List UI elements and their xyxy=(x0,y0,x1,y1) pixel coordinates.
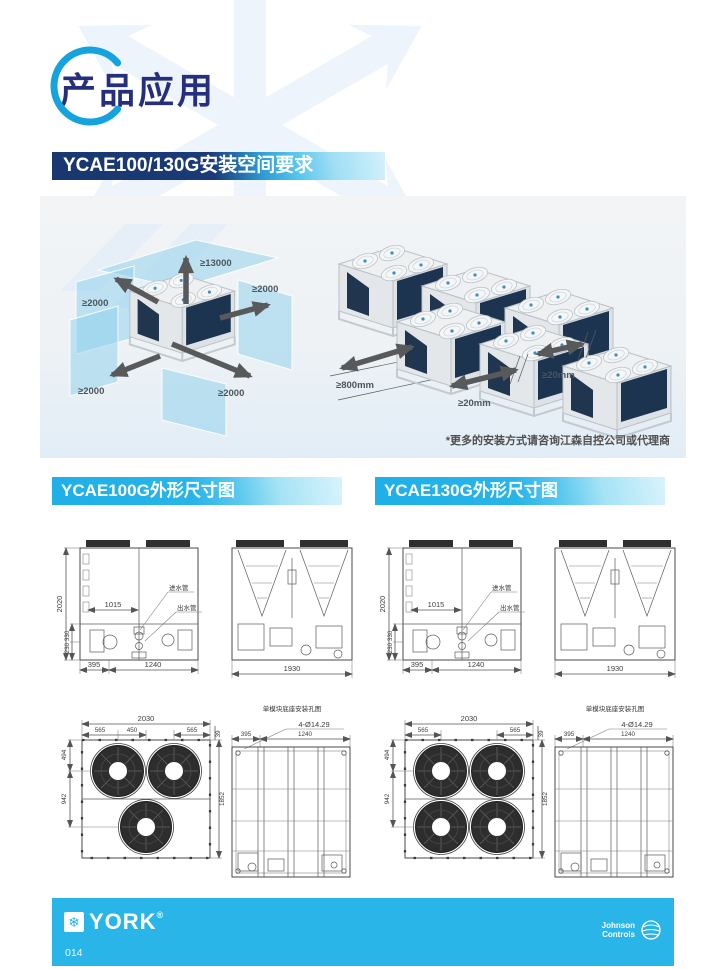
dim-height: 2020 xyxy=(55,596,64,613)
row-spacing-arrow-icon xyxy=(339,343,415,372)
section-header-130g-label: YCAE130G外形尺寸图 xyxy=(384,481,558,500)
front-view-drawing-130g: 2020 1015 进水管 出水管 230 330 395 1240 xyxy=(378,540,525,674)
dim-height: 2020 xyxy=(378,596,387,613)
dim-side-width: 1930 xyxy=(607,664,624,673)
clearance-top-label: ≥13000 xyxy=(200,258,232,269)
registered-mark: ® xyxy=(156,910,165,920)
drawing-block-130g: 2020 1015 进水管 出水管 230 330 395 1240 xyxy=(373,516,685,888)
dim-base-span: 1240 xyxy=(298,731,313,738)
dim-foot-offset: 395 xyxy=(88,660,101,669)
side-view-drawing-100g: 1930 xyxy=(231,540,353,678)
page-title: 产品应用 xyxy=(60,70,217,111)
gap-line xyxy=(509,355,521,385)
dim-holes: 4-Ø14.29 xyxy=(298,720,329,729)
york-logo: ❄ YORK® xyxy=(64,909,165,934)
side-view-drawing-130g: 1930 xyxy=(554,540,676,678)
lower-left-arrow-icon xyxy=(109,353,162,378)
dim-depth: 1852 xyxy=(542,792,549,807)
installation-diagrams: ≥13000 ≥2000 ≥2000 ≥2000 ≥2000 xyxy=(60,224,672,439)
dim-top-width: 2030 xyxy=(138,714,155,723)
page-number: 014 xyxy=(65,947,83,959)
clearance-left-label: ≥2000 xyxy=(82,298,108,309)
dim-corner: 39 xyxy=(538,730,545,738)
section-header-100g: YCAE100G外形尺寸图 xyxy=(52,477,342,505)
section-header-label: YCAE100/130G安装空间要求 xyxy=(63,155,314,176)
york-wordmark: YORK® xyxy=(89,909,165,934)
clearance-right-label: ≥2000 xyxy=(252,284,278,295)
inlet-pipe-label: 进水管 xyxy=(492,583,512,592)
outlet-pipe-label: 出水管 xyxy=(177,603,197,612)
upper-left-arrow-icon xyxy=(113,276,160,305)
section-header-install-space: YCAE100/130G安装空间要求 xyxy=(52,152,385,180)
dim-right-fan: 565 xyxy=(187,727,198,734)
lower-right-arrow-icon xyxy=(170,341,253,379)
dim-foot-span: 1240 xyxy=(468,660,485,669)
clearance-front-left-label: ≥2000 xyxy=(78,386,104,397)
dim-foot-offset: 395 xyxy=(411,660,424,669)
row-spacing-label: ≥800mm xyxy=(336,380,374,391)
footer-bar: ❄ YORK® 014 Johnson Controls xyxy=(52,898,674,966)
multi-unit-spacing-diagram: ≥800mm ≥20mm ≥20mm xyxy=(329,241,672,439)
base-view-drawing-100g: 单模块底座安装孔图 4-Ø14.29 395 1240 xyxy=(231,704,351,878)
dim-foot-span: 1240 xyxy=(145,660,162,669)
front-view-drawing-100g: 2020 1015 进水管 出水管 230 330 395 1240 xyxy=(55,540,202,674)
dim-top-width: 2030 xyxy=(461,714,478,723)
dim-left-fan: 565 xyxy=(95,727,106,734)
right-arrow-icon xyxy=(219,301,271,321)
gap-line xyxy=(517,353,529,383)
dim-base-offset: 395 xyxy=(564,731,575,738)
company-line-2: Controls xyxy=(602,930,635,939)
dim-base-heights: 230 330 xyxy=(64,630,71,653)
dim-corner: 39 xyxy=(215,730,222,738)
dim-mid-fan: 450 xyxy=(127,727,138,734)
york-snowflake-icon: ❄ xyxy=(64,912,84,932)
dim-right-fan: 565 xyxy=(510,727,521,734)
dim-base-heights: 230 330 xyxy=(387,630,394,653)
install-note: *更多的安装方式请咨询江森自控公司或代理商 xyxy=(445,435,670,447)
base-caption: 单模块底座安装孔图 xyxy=(586,704,645,713)
single-unit-clearance-diagram: ≥13000 ≥2000 ≥2000 ≥2000 ≥2000 xyxy=(69,239,293,437)
johnson-controls-logo: Johnson Controls xyxy=(602,919,662,941)
dim-fan-row-offset: 494 xyxy=(384,749,391,760)
module-gap-mid-label: ≥20mm xyxy=(458,398,491,409)
base-caption: 单模块底座安装孔图 xyxy=(263,704,322,713)
dim-fan-row-pitch: 942 xyxy=(384,793,391,804)
dim-fan-row-offset: 494 xyxy=(61,749,68,760)
front-bottom-wall xyxy=(161,367,227,437)
dim-base-span: 1240 xyxy=(621,731,636,738)
drawing-block-100g: 2020 1015 进水管 出水管 230 330 395 1240 xyxy=(50,516,362,888)
base-view-drawing-130g: 单模块底座安装孔图 4-Ø14.29 395 1240 xyxy=(554,704,674,878)
dim-left-fan: 565 xyxy=(418,727,429,734)
york-brand-text: YORK xyxy=(89,909,157,934)
c-ring-logo-icon xyxy=(50,46,122,126)
clearance-front-label: ≥2000 xyxy=(218,388,244,399)
dim-side-width: 1930 xyxy=(284,664,301,673)
dim-base-offset: 395 xyxy=(241,731,252,738)
module-gap-arrow-icon xyxy=(449,365,519,391)
gap-line xyxy=(585,329,597,359)
section-header-100g-label: YCAE100G外形尺寸图 xyxy=(61,481,235,500)
dim-depth: 1852 xyxy=(219,792,226,807)
top-view-drawing-100g: 2030 565 450 565 39 494 942 1852 xyxy=(61,714,226,860)
dim-coil-width: 1015 xyxy=(428,600,445,609)
gap-line xyxy=(577,331,589,361)
johnson-controls-text: Johnson Controls xyxy=(602,921,635,939)
installation-space-panel: ≥13000 ≥2000 ≥2000 ≥2000 ≥2000 xyxy=(40,196,686,458)
module-gap-right-label: ≥20mm xyxy=(542,370,575,381)
dim-fan-row-pitch: 942 xyxy=(61,793,68,804)
outlet-pipe-label: 出水管 xyxy=(500,603,520,612)
dim-holes: 4-Ø14.29 xyxy=(621,720,652,729)
inlet-pipe-label: 进水管 xyxy=(169,583,189,592)
dim-coil-width: 1015 xyxy=(105,600,122,609)
section-header-130g: YCAE130G外形尺寸图 xyxy=(375,477,665,505)
globe-icon xyxy=(641,920,661,940)
company-line-1: Johnson xyxy=(601,921,635,930)
top-view-drawing-130g: 2030 565 565 39 494 942 1852 xyxy=(384,714,549,860)
module-gap-arrow-icon xyxy=(535,339,585,359)
front-left-wall xyxy=(69,305,119,397)
